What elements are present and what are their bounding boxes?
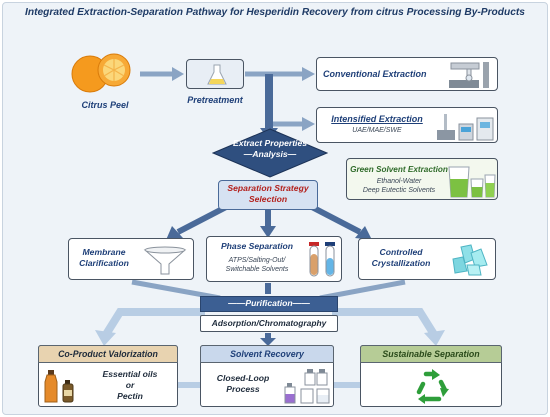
- phase-separation-box: Phase Separation ATPS/Salting-Out/ Switc…: [206, 236, 342, 282]
- flask-icon: [207, 64, 227, 85]
- funnel-icon: [143, 246, 187, 275]
- green-solvent-sub2: Deep Eutectic Solvents: [362, 187, 436, 194]
- arrow-crystal-to-purification: [319, 279, 406, 301]
- coproduct-line3: Pectin: [117, 391, 143, 401]
- diagram-title: Integrated Extraction-Separation Pathway…: [25, 7, 525, 18]
- pretreatment-box: [186, 59, 244, 89]
- green-solvent-box: Green Solvent Extraction Ethanol-Water D…: [346, 158, 498, 200]
- strategy-line1: Separation Strategy: [227, 183, 309, 193]
- pretreatment-label: Pretreatment: [187, 95, 243, 105]
- coproduct-header: Co-Product Valorization: [38, 345, 178, 363]
- coproduct-header-label: Co-Product Valorization: [58, 349, 158, 359]
- adsorption-box: Adsorption/Chromatography: [200, 315, 338, 332]
- sustainable-header: Sustainable Separation: [360, 345, 502, 363]
- phase-separation-label: Phase Separation: [220, 241, 294, 251]
- purification-label: ——Purification——: [228, 298, 310, 308]
- test-tubes-icon: [309, 242, 335, 277]
- membrane-clarification-box: Membrane Clarification: [68, 238, 194, 280]
- conventional-extraction-box: Conventional Extraction: [316, 57, 498, 91]
- arrow-to-coproduct: [101, 308, 205, 339]
- coproduct-line2: or: [125, 380, 135, 390]
- solvent-recovery-header: Solvent Recovery: [200, 345, 334, 363]
- solvent-bottles-icon: [284, 369, 330, 404]
- intensified-extraction-label: Intensified Extraction: [331, 114, 423, 124]
- coproduct-box: Co-Product Valorization Essential oils o…: [38, 345, 178, 407]
- recycle-icon: [416, 369, 449, 404]
- oil-bottles-icon: [44, 370, 74, 403]
- membrane-line1: Membrane: [82, 247, 126, 257]
- extraction-apparatus-icon: [449, 62, 489, 88]
- intensified-methods-label: UAE/MAE/SWE: [352, 127, 402, 134]
- purification-bar: ——Purification——: [200, 296, 338, 312]
- solvent-recovery-line1: Closed-Loop: [216, 373, 270, 383]
- arrow-membrane-to-purification: [131, 279, 221, 301]
- membrane-line2: Clarification: [79, 258, 129, 268]
- arrow-to-crystal: [306, 202, 362, 235]
- intensified-extraction-box: Intensified Extraction UAE/MAE/SWE: [316, 107, 498, 143]
- sustainable-separation-box: Sustainable Separation: [360, 345, 502, 407]
- crystal-icon: [452, 244, 488, 276]
- lab-instruments-icon: [437, 114, 494, 141]
- separation-strategy-box: Separation Strategy Selection: [218, 180, 318, 210]
- conventional-extraction-label: Conventional Extraction: [323, 69, 427, 79]
- solvent-recovery-line2: Process: [226, 384, 260, 394]
- coproduct-line1: Essential oils: [102, 369, 158, 379]
- solvent-recovery-box: Solvent Recovery Closed-Loop Process: [200, 345, 334, 407]
- sustainable-header-label: Sustainable Separation: [382, 349, 480, 359]
- phase-separation-sub1: ATPS/Salting-Out/: [228, 257, 286, 264]
- beakers-icon: [448, 166, 496, 198]
- crystallization-line2: Crystallization: [371, 258, 431, 268]
- orange-icon: [71, 53, 131, 93]
- strategy-line2: Selection: [248, 194, 288, 204]
- green-solvent-sub1: Ethanol-Water: [376, 178, 422, 185]
- analysis-line1: Extract Properties: [232, 138, 308, 148]
- phase-separation-sub2: Switchable Solvents: [225, 266, 289, 273]
- arrow-to-sustainable: [332, 308, 439, 339]
- analysis-diamond: [212, 128, 328, 178]
- green-solvent-label: Green Solvent Extraction: [350, 165, 448, 174]
- adsorption-label: Adsorption/Chromatography: [211, 318, 327, 328]
- citrus-peel-label: Citrus Peel: [81, 100, 129, 110]
- crystallization-line1: Controlled: [379, 247, 423, 257]
- analysis-line2: —Analysis—: [243, 149, 297, 159]
- solvent-recovery-header-label: Solvent Recovery: [230, 349, 304, 359]
- controlled-crystallization-box: Controlled Crystallization: [358, 238, 496, 280]
